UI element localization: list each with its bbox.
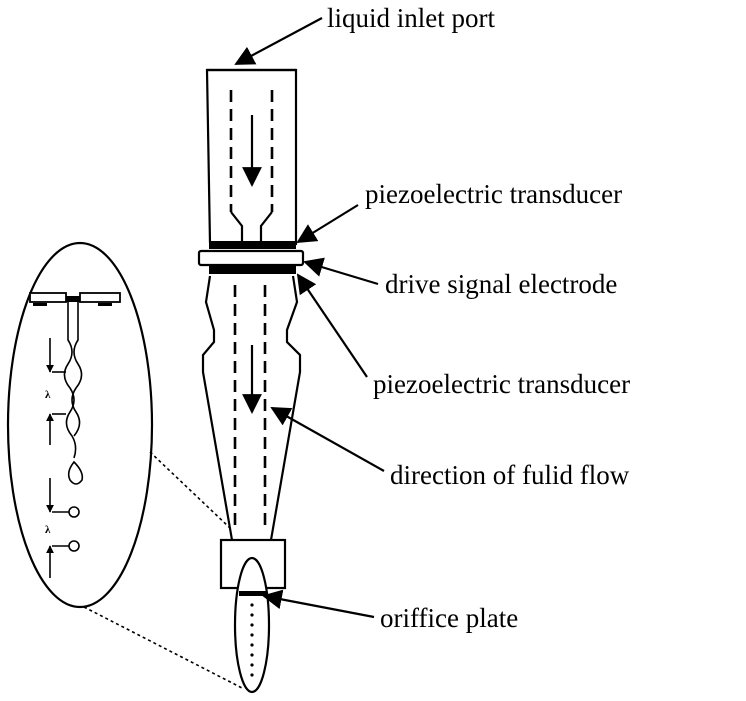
zoom-line-bottom — [83, 606, 245, 690]
piezoelectric-transducer-top — [209, 241, 296, 249]
drive-signal-electrode — [197, 249, 305, 267]
label-liquid-inlet-port: liquid inlet port — [327, 3, 495, 33]
droplet-forming — [67, 460, 84, 485]
jet-breakup — [63, 302, 77, 459]
label-piezoelectric-transducer-top: piezoelectric transducer — [365, 179, 622, 209]
zoom-line-top — [149, 451, 231, 529]
nozzle-body — [201, 275, 302, 541]
wavelength-symbol-2: λ — [45, 524, 51, 536]
annotations: liquid inlet port piezoelectric transduc… — [234, 3, 630, 633]
leader-flow — [270, 407, 385, 472]
wavelength-symbol-1: λ — [45, 389, 51, 401]
leader-plate — [262, 589, 375, 619]
transducer-stack — [197, 241, 305, 274]
label-oriffice-plate: oriffice plate — [380, 603, 518, 633]
magnified-inset: λ λ — [6, 241, 245, 690]
orifice-assembly — [219, 538, 287, 694]
label-drive-signal-electrode: drive signal electrode — [385, 269, 617, 299]
leader-piezo-top — [296, 204, 359, 244]
leader-electrode — [303, 257, 379, 286]
oriffice-plate — [239, 591, 267, 596]
label-direction-of-fluid-flow: direction of fulid flow — [390, 460, 630, 490]
upper-chamber — [205, 68, 298, 245]
droplet-stream — [250, 603, 254, 677]
piezoelectric-transducer-bottom — [209, 266, 296, 274]
leader-inlet — [234, 17, 323, 65]
label-piezoelectric-transducer-bottom: piezoelectric transducer — [373, 369, 630, 399]
leader-piezo-bottom — [296, 273, 368, 378]
